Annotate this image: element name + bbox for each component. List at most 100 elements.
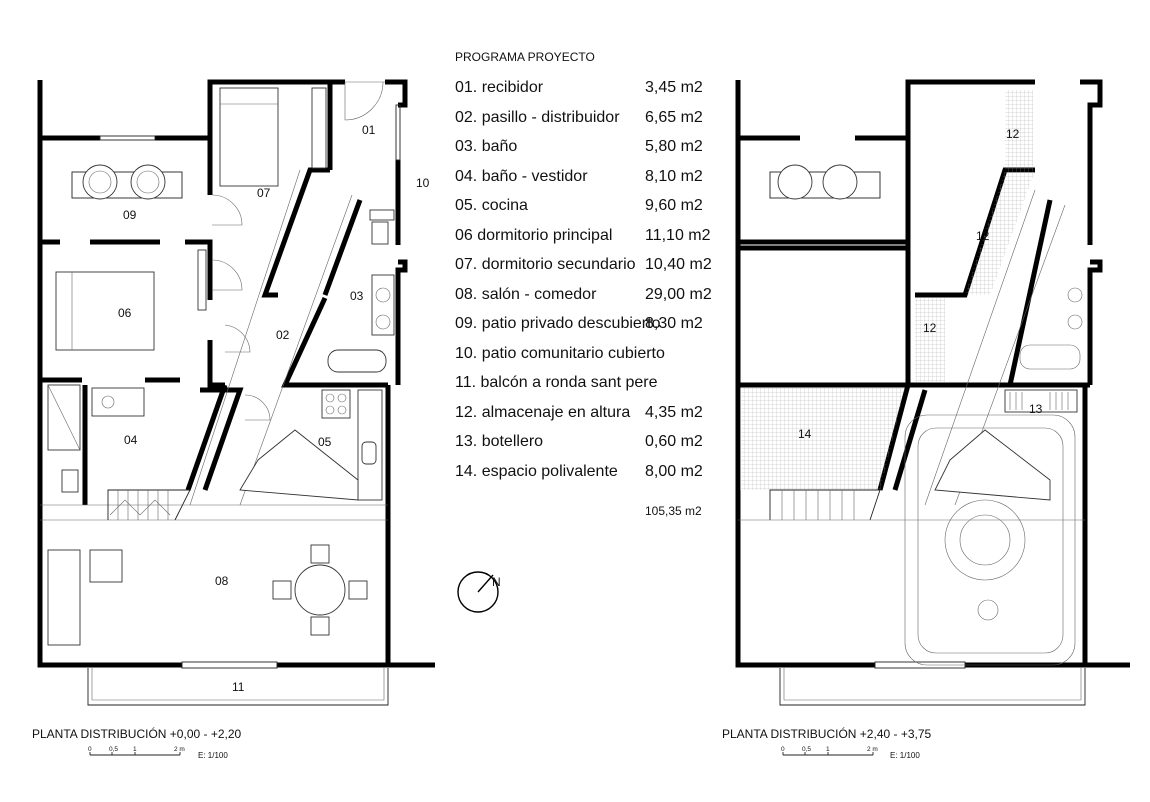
table-shadow	[944, 499, 1026, 581]
program-room-name: 11. balcón a ronda sant pere	[455, 374, 658, 391]
r-wall-south-east	[965, 385, 1088, 668]
wall-bedroom07	[207, 79, 333, 195]
corridor-edge-1	[189, 169, 301, 506]
program-row: 12. almacenaje en altura 4,35 m2	[455, 403, 715, 421]
r-wall-entry	[1080, 79, 1103, 385]
window-east-10	[395, 104, 401, 161]
program-room-name: 07. dormitorio secundario	[455, 256, 636, 273]
program-room-name: 12. almacenaje en altura	[455, 403, 631, 421]
armchair	[89, 549, 123, 583]
storage-12c-hatch	[915, 298, 945, 383]
room-label-06: 06	[118, 306, 132, 320]
r-stairs	[769, 489, 881, 521]
desk-06	[197, 249, 207, 311]
program-room-area: 8,10 m2	[645, 167, 703, 185]
r-scale-tick-0: 0	[781, 746, 785, 753]
r-balcony	[779, 668, 1086, 706]
dining-table	[294, 564, 346, 616]
program-room-name: 13. botellero	[455, 433, 544, 450]
scale-bar-left: 0 0,5 1 2 m E: 1/100	[88, 746, 228, 760]
chair-w	[272, 580, 292, 600]
room-label-10: 10	[416, 176, 430, 190]
rug-outline-inner	[917, 427, 1064, 654]
r-wall-upper-block	[905, 79, 1035, 385]
r-scale-ratio: E: 1/100	[890, 751, 920, 760]
program-room-area: 4,35 m2	[645, 403, 703, 421]
plan-left: 01 02 03 04 05 06 07 08 09 10 11 PLANTA …	[32, 79, 435, 760]
tree-icon	[82, 164, 118, 200]
kitchen-sink	[361, 441, 377, 465]
room-label-11: 11	[232, 680, 245, 694]
tree-icon-2-inner	[136, 170, 160, 194]
toilet-03	[371, 221, 389, 245]
plan-right-title: PLANTA DISTRIBUCIÓN +2,40 - +3,75	[722, 726, 932, 741]
scale-tick-05: 0,5	[109, 746, 118, 753]
plan-left-title: PLANTA DISTRIBUCIÓN +0,00 - +2,20	[32, 726, 242, 741]
room-label-12b: 12	[976, 229, 990, 243]
r-tree-icon-2	[822, 164, 858, 200]
scale-ratio: E: 1/100	[198, 751, 228, 760]
window-south	[181, 661, 278, 669]
scale-bar-right: 0 0,5 1 2 m E: 1/100	[781, 746, 920, 760]
program-room-name: 06 dormitorio principal	[455, 226, 613, 244]
shower-cross	[47, 384, 81, 451]
cooktop	[321, 389, 351, 419]
wall-patio-south	[40, 239, 213, 300]
room-label-02: 02	[276, 328, 290, 342]
wall-06-south	[40, 340, 225, 388]
r-island-shadow	[934, 429, 1051, 501]
r-planter	[769, 171, 881, 199]
r-tree-icon	[777, 164, 813, 200]
plan-right: 12 12 12 13 14 PLANTA DISTRIBUCIÓN +2,40…	[722, 79, 1130, 760]
sink-icon	[375, 287, 391, 303]
program-room-name: 03. baño	[455, 138, 518, 155]
r-wall-west	[735, 80, 875, 668]
kitchen	[239, 389, 383, 501]
program-room-area: 8,30 m2	[645, 315, 703, 332]
r-scale-tick-2: 2 m	[867, 746, 878, 753]
tree-icon-2	[130, 164, 166, 200]
program-room-name: 10. patio comunitario cubierto	[455, 344, 665, 362]
room-label-12c: 12	[923, 321, 937, 335]
door-06	[211, 259, 243, 291]
program-room-name: 09. patio privado descubierto	[455, 315, 661, 332]
room-label-07: 07	[257, 186, 271, 200]
room-label-09: 09	[123, 208, 137, 222]
r-scale-tick-05: 0,5	[802, 746, 811, 753]
sofa	[47, 549, 81, 646]
r-balcony-inner	[783, 668, 1082, 701]
door-entry	[344, 81, 384, 121]
balcony-11	[87, 668, 389, 706]
planter	[71, 171, 183, 199]
cabinet-03	[369, 209, 395, 221]
program-title: PROGRAMA PROYECTO	[455, 50, 595, 64]
door-04	[224, 324, 251, 353]
room-label-08: 08	[215, 574, 229, 588]
sink-icon-2	[375, 314, 391, 330]
r-scale-tick-1: 1	[826, 746, 830, 753]
program-room-name: 14. espacio polivalente	[455, 462, 618, 480]
corridor-edge-2	[239, 194, 353, 506]
vanity-04	[91, 387, 145, 417]
bottle-rack	[1004, 389, 1078, 413]
wall-west	[37, 80, 182, 668]
bathtub	[327, 349, 387, 373]
wall-04-east	[185, 384, 244, 491]
chair-n	[310, 544, 330, 564]
wall-corridor-07	[261, 167, 330, 298]
room-label-14: 14	[798, 427, 812, 441]
program-room-area: 3,45 m2	[645, 79, 703, 96]
r-sink-below	[1067, 287, 1083, 303]
chair-s	[310, 616, 330, 636]
bed-07	[219, 87, 279, 187]
room-label-01: 01	[362, 123, 376, 137]
wardrobe-07	[311, 87, 327, 169]
